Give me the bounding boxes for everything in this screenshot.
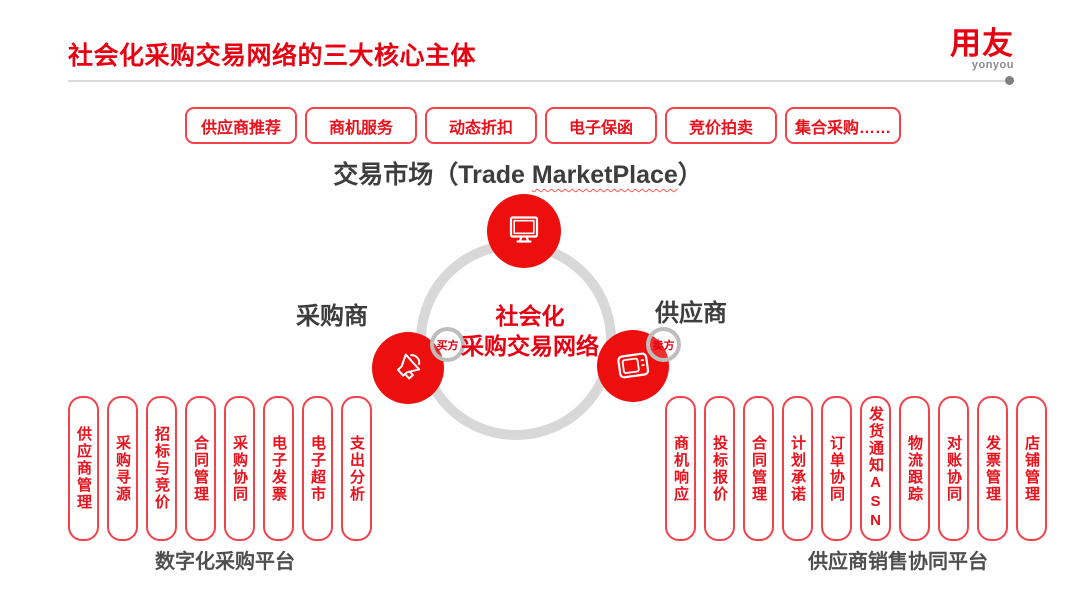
supplier-capability-pill: 合同管理 — [743, 396, 774, 541]
buyer-capability-pill: 合同管理 — [185, 396, 216, 541]
monitor-icon — [504, 209, 544, 254]
heading-highlight: MarketPlace — [531, 161, 678, 189]
supplier-role-label: 供应商 — [655, 300, 727, 327]
buyer-capability-label: 合同管理 — [192, 434, 209, 503]
buyer-capability-label: 支出分析 — [348, 434, 365, 503]
marketplace-services-row: 供应商推荐 商机服务 动态折扣 电子保函 竞价拍卖 集合采购…… — [185, 107, 902, 144]
service-pill-label: 动态折扣 — [448, 119, 513, 137]
logo-en-text: yonyou — [971, 59, 1014, 71]
seller-badge: 卖方 — [646, 327, 681, 362]
buyer-capability-pill: 供应商管理 — [68, 396, 99, 541]
supplier-capability-pill: 对账协同 — [938, 396, 969, 541]
supplier-capability-pill: 计划承诺 — [782, 396, 813, 541]
supplier-capability-label: 计划承诺 — [789, 434, 806, 503]
supplier-capability-label: 合同管理 — [750, 434, 767, 503]
buyer-platform-label: 数字化采购平台 — [155, 551, 295, 573]
supplier-capability-label: 订单协同 — [828, 434, 845, 503]
tv-icon — [613, 344, 653, 389]
buyer-capability-pill: 支出分析 — [341, 396, 372, 541]
buyer-badge-label: 买方 — [436, 339, 459, 352]
supplier-platform-pills: 商机响应 投标报价 合同管理 计划承诺 订单协同 发货通知ASN 物流跟踪 — [665, 396, 1047, 541]
buyer-capability-label: 供应商管理 — [75, 426, 92, 511]
center-title-line1: 社会化 — [495, 303, 565, 329]
service-pill-label: 电子保函 — [568, 119, 633, 137]
logo-zh-text: 用友 — [950, 26, 1014, 61]
service-pill-label: 集合采购…… — [795, 119, 892, 137]
service-pill-label: 竞价拍卖 — [688, 119, 753, 137]
buyer-role-label: 采购商 — [296, 303, 368, 330]
divider-end-dot — [1005, 76, 1014, 85]
supplier-capability-pill: 订单协同 — [821, 396, 852, 541]
supplier-capability-pill: 发票管理 — [977, 396, 1008, 541]
seller-badge-label: 卖方 — [652, 339, 675, 352]
buyer-capability-pill: 电子发票 — [263, 396, 294, 541]
supplier-capability-label: 店铺管理 — [1023, 434, 1040, 503]
supplier-capability-pill: 店铺管理 — [1016, 396, 1047, 541]
supplier-capability-pill: 发货通知ASN — [860, 396, 891, 541]
center-title-line2: 采购交易网络 — [461, 333, 599, 359]
buyer-capability-pill: 招标与竞价 — [146, 396, 177, 541]
marketplace-heading: 交易市场（Trade MarketPlace） — [333, 155, 703, 191]
supplier-capability-label: 对账协同 — [945, 434, 962, 503]
buyer-capability-pill: 电子超市 — [302, 396, 333, 541]
service-pill: 集合采购…… — [785, 107, 902, 144]
yonyou-logo: 用友 yonyou — [938, 26, 1014, 72]
service-pill: 动态折扣 — [425, 107, 537, 144]
supplier-capability-pill: 物流跟踪 — [899, 396, 930, 541]
supplier-capability-label: 发票管理 — [984, 434, 1001, 503]
buyer-badge: 买方 — [430, 327, 465, 362]
heading-suffix: ） — [677, 161, 703, 189]
supplier-capability-label: 发货通知ASN — [867, 406, 884, 531]
service-pill: 商机服务 — [305, 107, 417, 144]
buyer-capability-label: 采购协同 — [231, 434, 248, 503]
header-divider — [68, 80, 1012, 82]
buyer-capability-pill: 采购寻源 — [107, 396, 138, 541]
buyer-capability-label: 招标与竞价 — [153, 426, 170, 511]
heading-prefix: 交易市场（Trade — [333, 161, 532, 189]
buyer-capability-pill: 采购协同 — [224, 396, 255, 541]
page-title: 社会化采购交易网络的三大核心主体 — [68, 42, 477, 70]
buyer-capability-label: 电子发票 — [270, 434, 287, 503]
network-center-title: 社会化 采购交易网络 — [461, 301, 599, 361]
buyer-capability-label: 电子超市 — [309, 434, 326, 503]
supplier-capability-label: 商机响应 — [672, 434, 689, 503]
service-pill-label: 供应商推荐 — [200, 119, 281, 137]
service-pill-label: 商机服务 — [328, 119, 393, 137]
supplier-capability-pill: 商机响应 — [665, 396, 696, 541]
supplier-capability-label: 物流跟踪 — [906, 434, 923, 503]
marketplace-node — [487, 194, 561, 268]
service-pill: 电子保函 — [545, 107, 657, 144]
supplier-capability-label: 投标报价 — [711, 434, 728, 503]
buyer-capability-label: 采购寻源 — [114, 434, 131, 503]
supplier-capability-pill: 投标报价 — [704, 396, 735, 541]
megaphone-icon — [388, 346, 428, 391]
service-pill: 供应商推荐 — [185, 107, 297, 144]
buyer-platform-pills: 供应商管理 采购寻源 招标与竞价 合同管理 采购协同 电子发票 电子超市 — [68, 396, 372, 541]
supplier-platform-label: 供应商销售协同平台 — [808, 551, 988, 573]
service-pill: 竞价拍卖 — [665, 107, 777, 144]
